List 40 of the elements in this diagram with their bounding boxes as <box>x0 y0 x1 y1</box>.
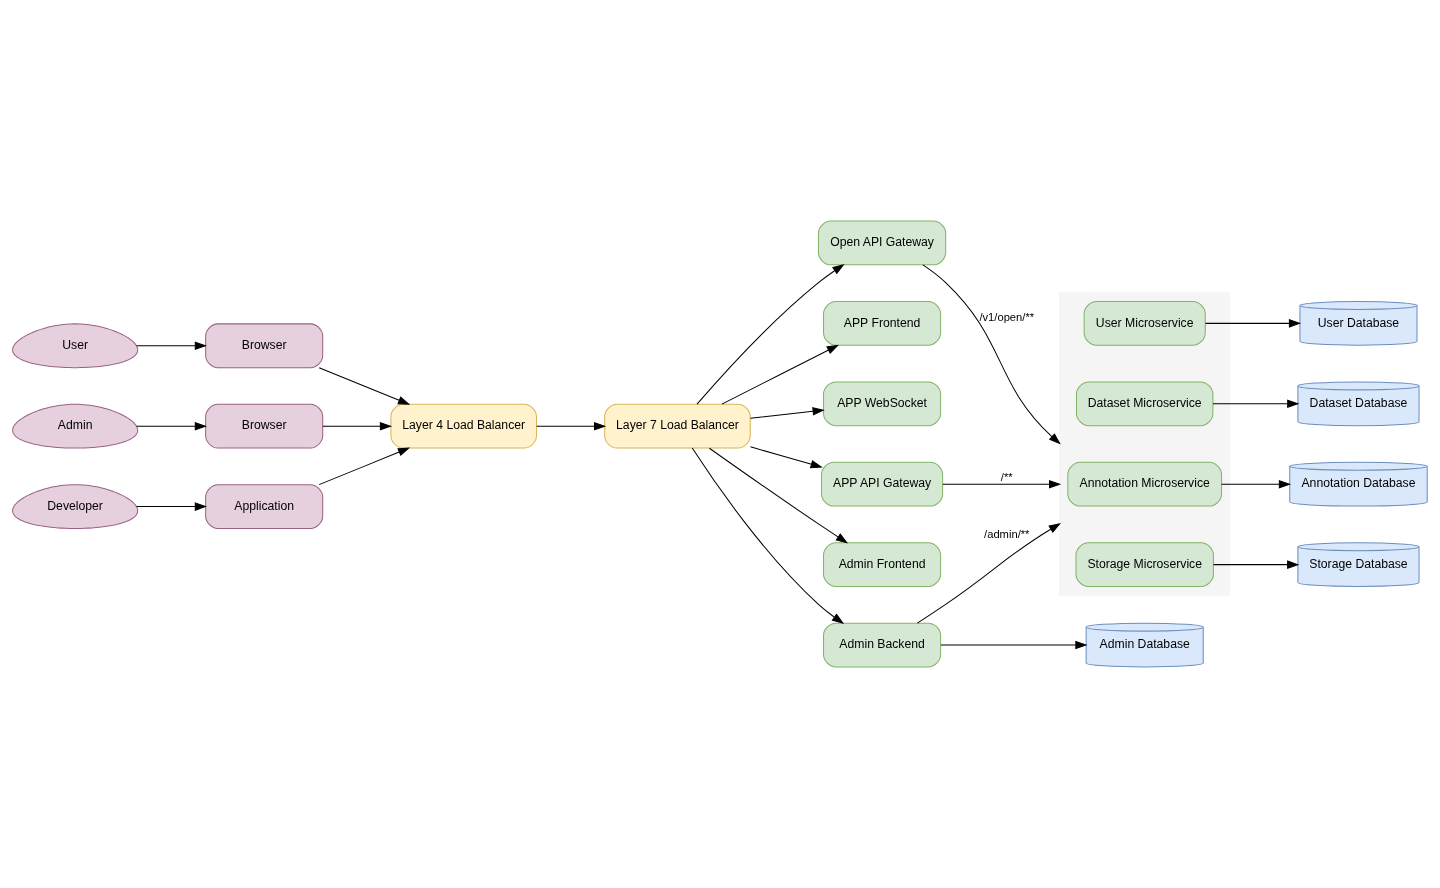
arrow <box>1213 560 1300 569</box>
arrow <box>136 421 207 431</box>
node-box: Application <box>205 484 324 529</box>
arrow <box>749 446 823 469</box>
node-box: APP Frontend <box>823 301 942 346</box>
arrow <box>749 407 825 419</box>
edge-label: /** <box>1000 470 1013 483</box>
cluster <box>1059 292 1231 596</box>
arrow <box>708 447 849 544</box>
edge-label: /admin/** <box>984 527 1030 540</box>
arrow <box>322 421 393 431</box>
arrow <box>318 447 411 486</box>
node-box: APP WebSocket <box>823 381 942 427</box>
arrow <box>940 640 1088 650</box>
arrow <box>136 502 207 511</box>
arrow <box>916 523 1062 624</box>
node-box: User Microservice <box>1083 301 1206 346</box>
node-box: Admin Backend <box>823 622 942 668</box>
arrow <box>721 344 840 405</box>
node-box: Layer 4 Load Balancer <box>390 403 537 449</box>
edge-label: /v1/open/** <box>979 311 1035 324</box>
arrow <box>1205 319 1302 328</box>
arrow <box>318 367 411 405</box>
arrow <box>1221 479 1292 489</box>
arrow <box>1212 399 1300 409</box>
node-box: Storage Microservice <box>1075 542 1214 587</box>
arrow <box>922 264 1061 445</box>
node-box: Admin Frontend <box>823 542 942 587</box>
arrow <box>691 447 845 624</box>
arrow <box>136 341 207 351</box>
node-box: Annotation Microservice <box>1067 461 1223 507</box>
node-box: APP API Gateway <box>821 461 944 507</box>
arrow <box>696 264 845 405</box>
arrow <box>942 479 1062 489</box>
node-box: Browser <box>205 323 324 369</box>
node-box: Dataset Microservice <box>1076 381 1214 427</box>
arrow <box>536 421 607 431</box>
node-box: Browser <box>205 403 324 449</box>
node-box: Open API Gateway <box>817 220 947 266</box>
node-box: Layer 7 Load Balancer <box>604 403 751 449</box>
